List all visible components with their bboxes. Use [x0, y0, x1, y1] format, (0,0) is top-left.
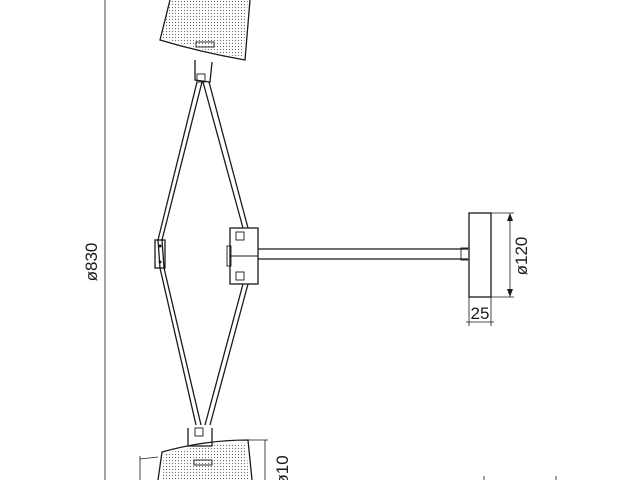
bottom-shade-socket [194, 427, 204, 437]
central-hub [226, 227, 259, 285]
dimension-canopy-depth: 25 [466, 297, 494, 326]
top-shade-label-plate [195, 41, 215, 48]
dimension-total-length: ø830 [82, 0, 106, 480]
canopy-diameter-label: ø120 [512, 237, 531, 276]
dimension-canopy-diameter: ø120 [491, 212, 531, 298]
total-length-label: ø830 [82, 243, 101, 282]
dimension-shade-diameter: ø10 [139, 439, 292, 480]
top-shade-socket [196, 73, 206, 83]
wall-canopy [468, 212, 492, 298]
arm-joint [154, 239, 166, 269]
bottom-right-marks [483, 476, 557, 480]
bottom-shade-label-plate [193, 459, 213, 466]
stem [258, 247, 470, 261]
arm-frame [154, 81, 249, 426]
top-shade [159, 0, 251, 83]
bottom-shade [157, 427, 253, 480]
shade-diameter-label: ø10 [273, 455, 292, 480]
canopy-depth-label: 25 [471, 304, 490, 323]
